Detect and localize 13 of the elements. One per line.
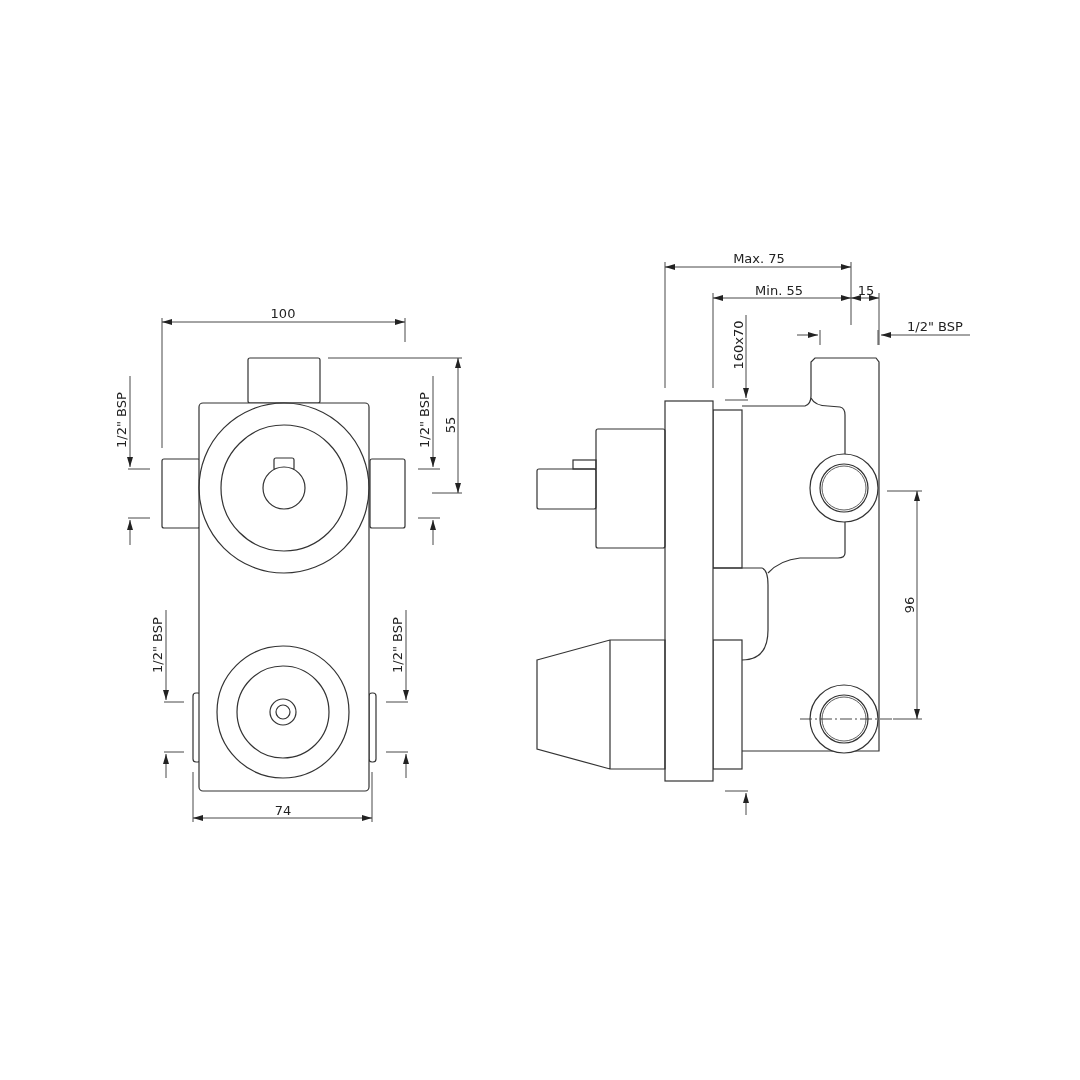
dimension-label: 1/2" BSP — [907, 319, 963, 333]
dimension-label: 160x70 — [731, 320, 745, 370]
dimension-label: 100 — [270, 306, 296, 320]
dimension-label: Min. 55 — [755, 283, 803, 297]
dimension-label: 1/2" BSP — [114, 392, 128, 448]
dimension-label: 1/2" BSP — [417, 392, 431, 448]
dimension-label: 55 — [443, 416, 457, 434]
dimension-label: 1/2" BSP — [150, 617, 164, 673]
dimension-label: 74 — [274, 803, 292, 817]
dimension-label: 96 — [902, 596, 916, 614]
dimension-label: 15 — [857, 283, 875, 297]
dimension-label: 1/2" BSP — [390, 617, 404, 673]
dimension-label: Max. 75 — [733, 251, 785, 265]
